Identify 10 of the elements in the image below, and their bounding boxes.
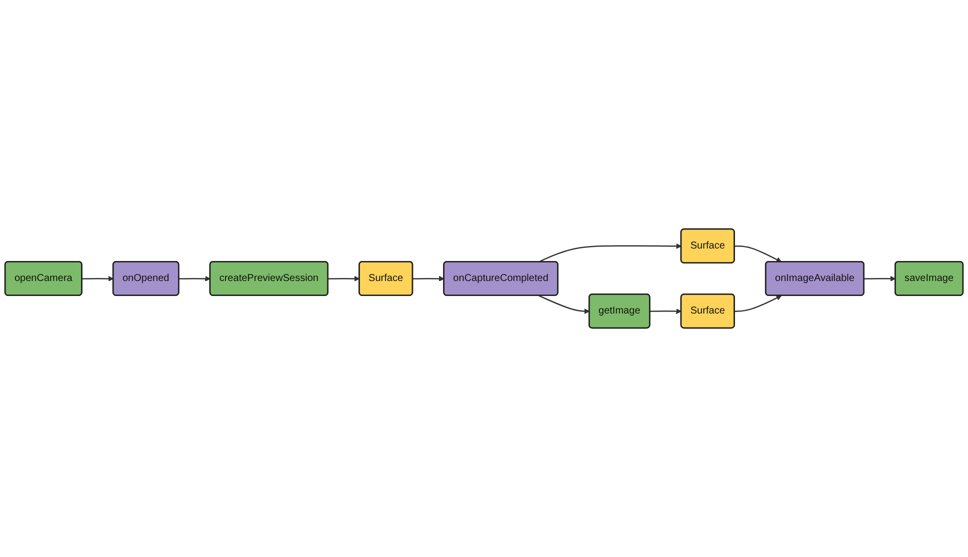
arrow	[328, 276, 360, 282]
arrow	[864, 276, 896, 282]
arrow	[538, 243, 682, 262]
arrow	[82, 276, 114, 282]
arrow	[734, 246, 782, 262]
arrow	[650, 308, 682, 314]
arrow	[178, 276, 210, 282]
arrow	[538, 295, 590, 314]
arrow	[734, 295, 782, 312]
arrow	[412, 276, 444, 282]
